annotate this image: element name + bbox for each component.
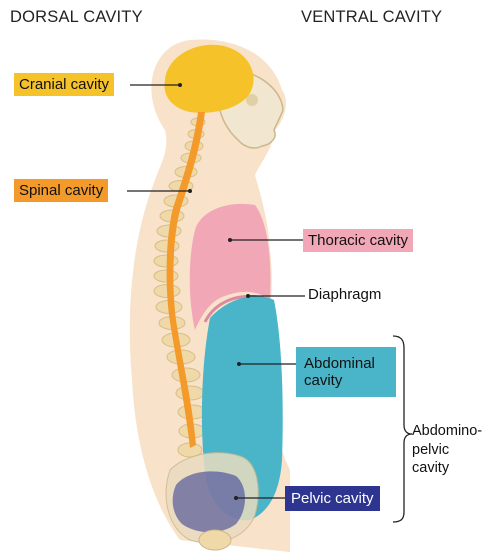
cranial-cavity-label: Cranial cavity — [14, 73, 114, 96]
abdominal-label-line1: Abdominal — [304, 355, 396, 372]
spinal-cavity-label: Spinal cavity — [14, 179, 108, 202]
ventral-cavity-heading: VENTRAL CAVITY — [301, 8, 442, 27]
abdomino-label-line2: pelvic — [412, 441, 482, 460]
abdomino-label-line1: Abdomino- — [412, 422, 482, 441]
thoracic-cavity-label: Thoracic cavity — [303, 229, 413, 252]
pelvic-cavity-shape — [173, 471, 245, 532]
abdominal-label-line2: cavity — [304, 372, 396, 389]
abdominal-cavity-label: Abdominal cavity — [296, 347, 396, 397]
abdomino-label-line3: cavity — [412, 459, 482, 478]
pelvic-cavity-label: Pelvic cavity — [285, 486, 380, 511]
diaphragm-label: Diaphragm — [308, 286, 381, 303]
dorsal-cavity-heading: DORSAL CAVITY — [10, 8, 143, 27]
abdominopelvic-cavity-label: Abdomino- pelvic cavity — [412, 422, 482, 478]
